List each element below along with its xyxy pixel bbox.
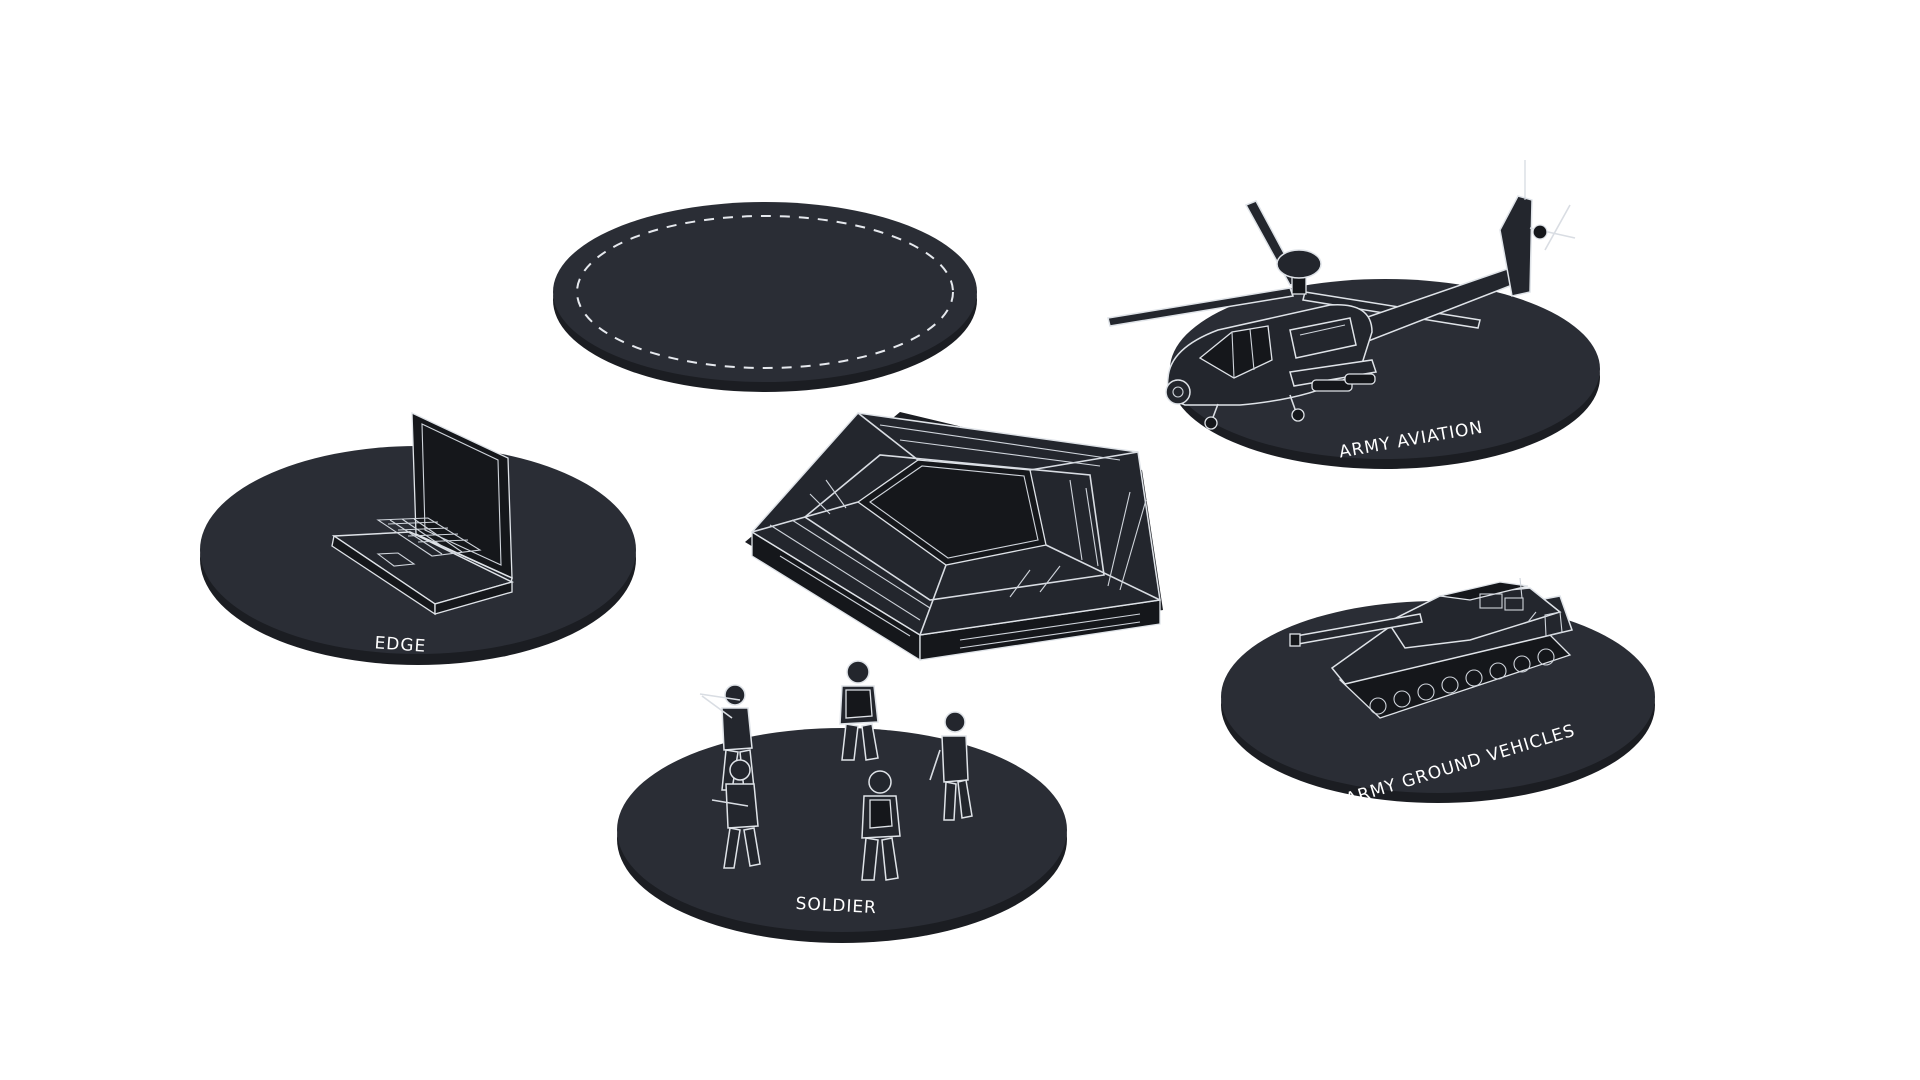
pentagon-building-icon [745,412,1163,662]
soldier-figure [929,711,973,821]
army-ground-vehicles-platform[interactable]: ARMY GROUND VEHICLES [1221,577,1655,810]
center-platform[interactable] [745,412,1163,662]
tank-icon [1289,577,1573,719]
soldier-figure [839,660,879,761]
soldier-figure [861,770,901,881]
helicopter-icon [1107,160,1576,430]
soldiers-icon [699,660,973,881]
army-aviation-platform[interactable]: ARMY AVIATION [1107,160,1600,469]
edge-label: EDGE [374,633,427,657]
soldier-label: SOLDIER [795,894,877,918]
soldier-figure [711,759,761,869]
soldier-platform[interactable]: SOLDIER [617,660,1067,943]
empty-slot-platform[interactable] [553,202,977,392]
laptop-icon [331,411,515,616]
dashed-ring-icon [576,215,954,369]
edge-platform[interactable]: EDGE [200,411,636,665]
